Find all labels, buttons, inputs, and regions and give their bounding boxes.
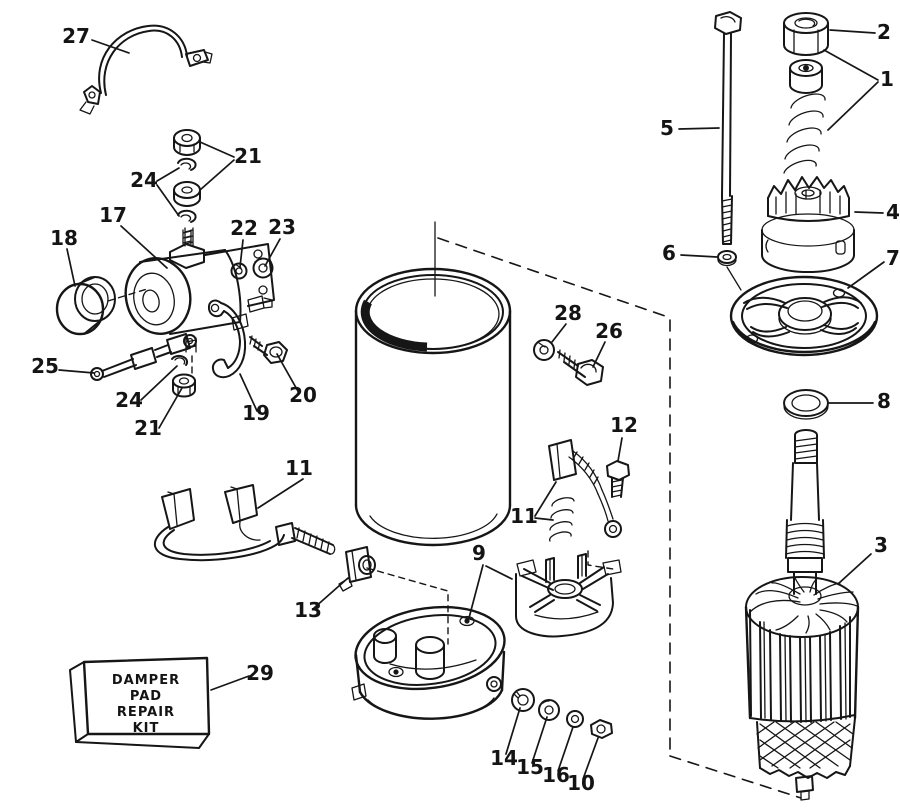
callout-label-19: 19 (242, 401, 270, 425)
callout-label-2: 2 (877, 20, 891, 44)
armature-part-3 (744, 429, 860, 801)
callout-label-12: 12 (610, 413, 638, 437)
callout-label-25: 25 (31, 354, 59, 378)
callout-label-18: 18 (50, 226, 78, 250)
callout-label-23: 23 (268, 215, 296, 239)
callout-label-1: 1 (880, 67, 894, 91)
callout-leader-lines (58, 29, 885, 780)
callout-label-6: 6 (662, 241, 676, 265)
washer-part-8 (783, 389, 829, 417)
clamp-part-13 (338, 546, 376, 592)
callout-label-9: 9 (472, 541, 486, 565)
kit-box-line: DAMPER (112, 673, 180, 688)
callout-label-4: 4 (886, 200, 900, 224)
brush-spring-screw-right (548, 439, 630, 542)
callout-label-24: 24 (130, 168, 158, 192)
callout-label-16: 16 (542, 763, 570, 787)
callout-label-24: 24 (115, 388, 143, 412)
alignment-guide-lines (107, 221, 802, 799)
kit-box-line: KIT (133, 721, 160, 736)
callout-label-7: 7 (886, 246, 900, 270)
callout-label-13: 13 (294, 598, 322, 622)
terminal-nut-stack (173, 129, 201, 245)
end-cap-housing (351, 605, 506, 720)
motor-housing-cylinder (354, 267, 512, 547)
brush-set-left-part-11 (153, 484, 336, 562)
boot-part-18 (55, 276, 116, 336)
callout-label-22: 22 (230, 216, 258, 240)
screw-part-20 (249, 335, 288, 364)
kit-box-line: REPAIR (117, 705, 175, 720)
callout-label-14: 14 (490, 746, 518, 770)
nut-2-spacer-spring-1 (783, 12, 829, 174)
callout-label-21: 21 (134, 416, 162, 440)
callout-label-15: 15 (516, 755, 544, 779)
washer-28-screw-26 (533, 339, 604, 386)
callout-label-27: 27 (62, 24, 90, 48)
callout-label-29: 29 (246, 661, 274, 685)
repair-kit-box-text: DAMPER PAD REPAIR KIT (112, 673, 180, 736)
callout-label-20: 20 (289, 383, 317, 407)
callout-label-10: 10 (567, 771, 595, 795)
callout-label-17: 17 (99, 203, 127, 227)
callout-label-28: 28 (554, 301, 582, 325)
callout-label-11: 11 (510, 504, 538, 528)
pinion-gear-part-4 (761, 176, 855, 273)
washer-22-nut-23 (230, 257, 274, 280)
callout-label-8: 8 (877, 389, 891, 413)
bracket-part-19 (207, 299, 247, 379)
kit-box-line: PAD (130, 689, 162, 704)
lock-washer-and-nut (171, 354, 196, 398)
callout-label-3: 3 (874, 533, 888, 557)
callout-label-26: 26 (595, 319, 623, 343)
callout-label-21: 21 (234, 144, 262, 168)
solenoid-part-17 (124, 227, 275, 353)
end-plate-part-7 (729, 275, 879, 420)
brush-holder-part-9 (515, 553, 622, 638)
callout-label-5: 5 (660, 116, 674, 140)
callout-label-11: 11 (285, 456, 313, 480)
washer-row-14-15-16-10 (511, 688, 613, 739)
cable-part-27 (79, 24, 213, 115)
link-part-25 (90, 333, 197, 381)
repair-kit-box-part-29 (69, 656, 211, 749)
through-bolt-part-5 (714, 11, 742, 291)
